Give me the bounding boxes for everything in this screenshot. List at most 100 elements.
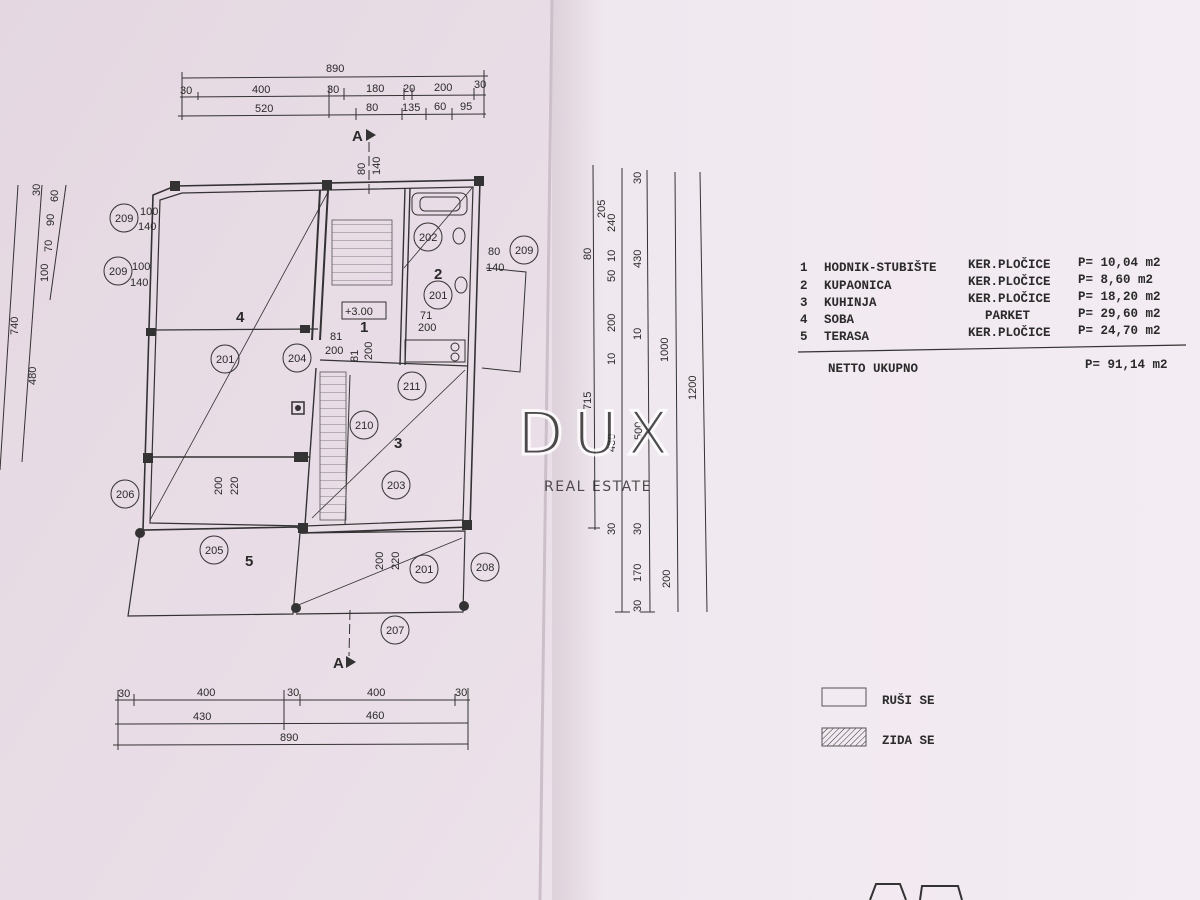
section-letter: A (352, 128, 363, 145)
bathtub-inner (419, 196, 461, 212)
right-dim: 240 (606, 214, 618, 232)
bottom-dim: 430 (193, 711, 211, 723)
top-dim: 30 (180, 85, 192, 97)
top-dim: 135 (402, 102, 420, 114)
bottom-dim: 400 (367, 687, 385, 699)
legend-floor: KER.PLOČICE (968, 257, 1051, 272)
right-dim: 10 (632, 328, 644, 340)
legend-name: KUHINJA (824, 296, 877, 310)
kitchen-counter (404, 339, 466, 363)
toilet (452, 227, 466, 245)
level-mark: +3.00 (345, 306, 373, 318)
bottom-dim: 30 (455, 687, 467, 699)
element-tag: 205 (205, 545, 223, 557)
bottom-dim: 890 (280, 732, 298, 744)
legend-floor: KER.PLOČICE (968, 291, 1051, 306)
plan-dim: 140 (486, 262, 504, 274)
right-dim: 205 (596, 200, 608, 218)
plan-dim: 220 (229, 477, 241, 495)
left-dim: 60 (49, 190, 61, 202)
plan-columns (135, 176, 484, 613)
top-dimensions (177, 70, 489, 120)
top-dim: 60 (434, 101, 446, 113)
legend-name: HODNIK-STUBIŠTE (824, 260, 937, 275)
left-dim: 70 (43, 240, 55, 252)
top-dim: 180 (366, 83, 384, 95)
dux-watermark: DUX REAL ESTATE (516, 398, 670, 496)
legend-floor: PARKET (985, 309, 1031, 323)
element-tag-labels: 209 209 202 209 201 201 204 211 210 203 … (109, 213, 533, 637)
paper-fold (538, 0, 554, 900)
plan-dim: 80 (356, 163, 368, 175)
element-tag: 208 (476, 562, 494, 574)
right-dim: 430 (606, 434, 618, 452)
plan-dim: 140 (138, 221, 156, 233)
room-number: 1 (360, 319, 368, 336)
right-dim: 10 (606, 353, 618, 365)
bottom-dimension-labels: 30 400 30 400 30 430 460 890 (118, 687, 467, 744)
left-dim: 740 (9, 317, 21, 335)
legend-row: 1 HODNIK-STUBIŠTE KER.PLOČICE P= 10,04 m… (800, 256, 1161, 275)
legend-num: 1 (800, 261, 808, 275)
right-dim: 500 (633, 422, 645, 440)
legend-area: P= 18,20 m2 (1078, 290, 1161, 304)
right-dim: 30 (632, 523, 644, 535)
cropped-heading (869, 883, 963, 900)
right-dim: 10 (606, 250, 618, 262)
right-dim: 170 (632, 564, 644, 582)
right-dim: 1000 (659, 338, 671, 362)
legend-area: P= 29,60 m2 (1078, 307, 1161, 321)
top-dim: 95 (460, 101, 472, 113)
plan-dim: 100 (140, 206, 158, 218)
right-dim: 30 (632, 172, 644, 184)
legend-num: 5 (800, 330, 808, 344)
element-tag: 209 (115, 213, 133, 225)
section-marker-top: A (352, 128, 376, 195)
legend-name: KUPAONICA (824, 279, 892, 293)
element-tag: 201 (216, 354, 234, 366)
stove-ring (450, 342, 460, 352)
legend-row: 3 KUHINJA KER.PLOČICE P= 18,20 m2 (800, 290, 1161, 310)
legend-row: 4 SOBA PARKET P= 29,60 m2 (800, 307, 1161, 327)
right-dim: 200 (606, 314, 618, 332)
left-dim: 90 (45, 214, 57, 226)
room-number: 4 (236, 309, 245, 326)
top-dim: 400 (252, 84, 270, 96)
element-tag: 209 (515, 245, 533, 257)
right-dim: 715 (582, 392, 594, 410)
element-tag: 210 (355, 420, 373, 432)
top-dim: 200 (434, 82, 452, 94)
legend-name: TERASA (824, 330, 870, 344)
total-area: P= 91,14 m2 (1085, 358, 1168, 372)
legend-floor: KER.PLOČICE (968, 325, 1051, 340)
top-dim: 20 (403, 83, 415, 95)
bottom-dim: 30 (118, 688, 130, 700)
element-tag: 211 (403, 381, 421, 393)
element-tag: 201 (415, 564, 433, 576)
demolish-label: RUŠI SE (882, 693, 935, 708)
plan-dim: 81 (349, 350, 361, 362)
element-tag: 204 (288, 353, 306, 365)
legend-row: 2 KUPAONICA KER.PLOČICE P= 8,60 m2 (800, 273, 1153, 293)
left-dim: 480 (27, 367, 39, 385)
legend-area: P= 8,60 m2 (1078, 273, 1153, 287)
legend-num: 3 (800, 296, 808, 310)
plan-dim-labels: 100 140 100 140 80 140 71 200 81 200 81 … (130, 157, 504, 570)
element-tag: 209 (109, 266, 127, 278)
left-dim: 100 (39, 264, 51, 282)
top-dim: 80 (366, 102, 378, 114)
plan-dim: 80 (488, 246, 500, 258)
legend-num: 2 (800, 279, 808, 293)
element-tags (103, 203, 539, 645)
legend-divider (797, 344, 1187, 353)
room-numbers: 1 2 3 4 5 (236, 266, 442, 570)
left-dimension-labels: 30 90 60 70 100 740 480 (9, 184, 61, 385)
right-dim: 80 (582, 248, 594, 260)
right-dim: 200 (661, 570, 673, 588)
right-dim: 1200 (687, 376, 699, 400)
right-dimension-labels: 205 240 30 80 50 10 430 200 10 715 10 10… (582, 172, 699, 612)
plan-dim: 200 (374, 552, 386, 570)
right-dim: 50 (606, 270, 618, 282)
top-dim: 30 (474, 79, 486, 91)
